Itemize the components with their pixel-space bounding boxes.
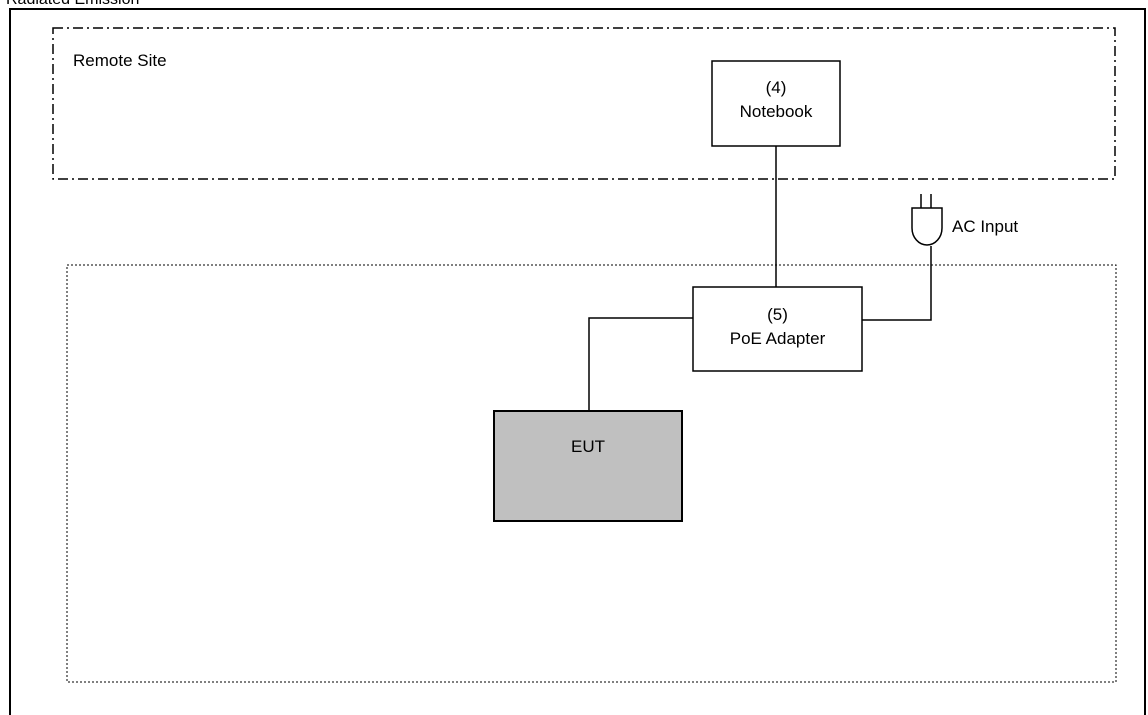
poe-adapter-label: (5) PoE Adapter <box>693 303 862 351</box>
ac-input-label: AC Input <box>952 217 1019 236</box>
remote-site-region <box>52 27 1116 180</box>
notebook-number: (4) <box>765 78 787 97</box>
eut-label: EUT <box>571 437 605 456</box>
poe-adapter-number: (5) <box>767 305 788 324</box>
notebook-label: (4) Notebook <box>712 76 840 124</box>
poe-to-eut-cable <box>588 317 693 411</box>
notebook-box <box>711 60 841 147</box>
plug-icon <box>911 194 943 246</box>
diagram-frame <box>9 8 1146 715</box>
test-area-region <box>66 264 1117 683</box>
poe-adapter-box <box>692 286 863 372</box>
poe-adapter-name: PoE Adapter <box>729 329 826 348</box>
page-title: Radiated Emission <box>6 0 139 9</box>
remote-site-label: Remote Site <box>73 51 167 70</box>
poe-to-ac-cable <box>862 246 932 321</box>
notebook-name: Notebook <box>739 102 813 121</box>
eut-box <box>493 410 683 522</box>
